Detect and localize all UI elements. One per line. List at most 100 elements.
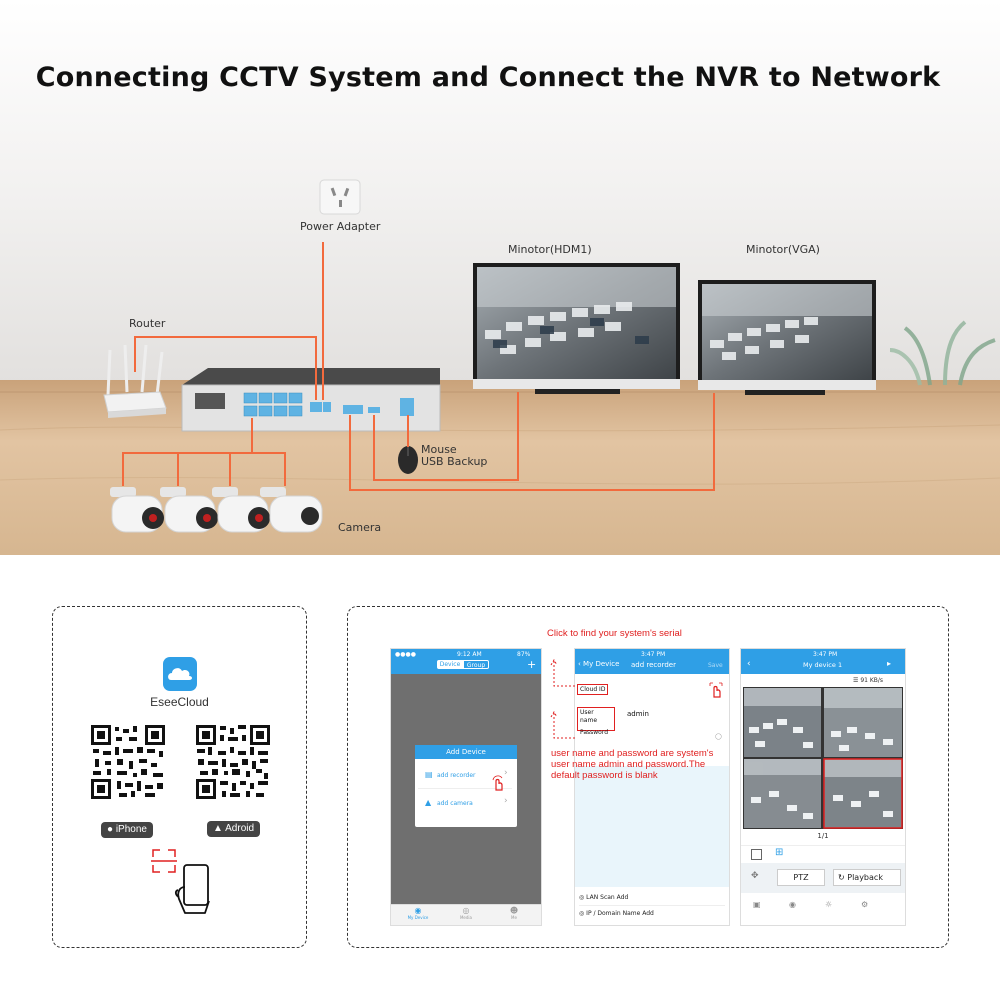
replay-icon: ↻ <box>838 873 845 882</box>
phone1-time: 9:12 AM <box>457 651 482 658</box>
scene-illustration <box>0 0 1000 555</box>
add-camera-option[interactable]: ▲ add camera › <box>418 792 512 816</box>
app-setup-steps-panel: Click to find your system's serial ●●●● … <box>347 606 949 948</box>
app-download-panel: EseeCloud <box>52 606 307 948</box>
layout-toolbar: ⊞ <box>741 845 905 862</box>
phone3-title: My device 1 <box>803 661 843 669</box>
camera-label: Camera <box>338 521 382 534</box>
pointer-arrows <box>550 659 575 739</box>
phone3-header: 3:47 PM ‹ My device 1 ▸ <box>741 649 905 674</box>
cloud-id-field[interactable]: Cloud ID <box>577 684 609 695</box>
phone1-header: ●●●● 9:12 AM 87% Device Group + <box>391 649 541 674</box>
page-indicator: 1/1 <box>817 832 829 840</box>
monitor-hdmi <box>473 263 680 394</box>
serial-hint: Click to find your system's serial <box>547 628 682 639</box>
nav-media[interactable]: ◎ Media <box>453 906 479 920</box>
camera-group <box>110 487 323 533</box>
control-bar: ✥ PTZ ↻ Playback <box>741 863 905 893</box>
user-name-field[interactable]: User name <box>580 709 598 724</box>
phone3-time: 3:47 PM <box>813 651 838 658</box>
nav-me-label: Me <box>511 915 517 920</box>
scan-tap-icon[interactable] <box>709 682 723 698</box>
tap-hand-icon <box>492 775 503 791</box>
light-icon[interactable]: ☼ <box>825 900 833 909</box>
iphone-qr-code[interactable] <box>89 723 167 801</box>
add-recorder-label: add recorder <box>437 772 476 779</box>
add-recorder-option[interactable]: ▤ add recorder › <box>418 764 512 789</box>
wifi-icon: ☰ <box>853 677 859 684</box>
cctv-connection-diagram: Power Adapter Router Minotor(HDM1) Minot… <box>0 0 1000 555</box>
page-title: Connecting CCTV System and Connect the N… <box>35 62 941 93</box>
credentials-hint: user name and password are system's user… <box>551 748 714 781</box>
playback-button[interactable]: ↻ Playback <box>833 869 901 886</box>
app-name: EseeCloud <box>150 695 209 709</box>
action-bar: ▣ ◉ ☼ ⚙ <box>741 897 905 917</box>
lan-scan-label: LAN Scan Add <box>586 894 629 901</box>
password-field[interactable]: Password <box>580 729 609 736</box>
ip-domain-label: IP / Domain Name Add <box>586 910 654 917</box>
back-label: My Device <box>583 660 620 668</box>
playback-label: Playback <box>847 873 883 882</box>
monitor-hdmi-label: Minotor(HDM1) <box>508 243 592 256</box>
wires <box>122 242 715 491</box>
nav-mydevice-label: My Device <box>407 915 429 920</box>
iphone-badge[interactable]: ● iPhone <box>101 822 153 838</box>
phone2-title: add recorder <box>631 661 676 669</box>
phone1-battery: 87% <box>517 651 531 658</box>
user-name-value[interactable]: admin <box>627 710 649 718</box>
credentials-box: User name Password <box>577 707 615 736</box>
save-button[interactable]: Save <box>708 662 723 669</box>
phone2-time: 3:47 PM <box>641 651 666 658</box>
add-icon[interactable]: + <box>527 658 537 671</box>
eye-icon[interactable]: ◯ <box>715 733 722 740</box>
back-arrow-icon[interactable]: ‹ <box>747 659 751 669</box>
monitor-vga-label: Minotor(VGA) <box>746 243 820 256</box>
chevron-left-icon: ‹ <box>578 660 581 668</box>
mouse-label: Mouse USB Backup <box>421 444 487 468</box>
phone1-carrier: ●●●● <box>395 651 416 658</box>
plant <box>889 320 996 386</box>
phone-screen-add-recorder: 3:47 PM ‹ My Device add recorder Save Cl… <box>574 648 730 926</box>
scan-qr-hand-icon <box>151 849 210 914</box>
phone-screen-live-view: 3:47 PM ‹ My device 1 ▸ ☰ 91 KB/s <box>740 648 906 926</box>
router-icon <box>103 344 167 418</box>
person-icon: ☻ <box>509 906 519 915</box>
android-label: Adroid <box>225 823 255 834</box>
single-view-icon[interactable] <box>751 849 762 860</box>
android-qr-code[interactable] <box>194 723 272 801</box>
add-methods-list: ◎ LAN Scan Add ◎ IP / Domain Name Add <box>575 887 729 925</box>
chevron-right-icon: › <box>504 796 508 806</box>
android-icon: ▲ <box>213 823 223 834</box>
tab-device[interactable]: Device <box>437 660 463 669</box>
snapshot-icon[interactable]: ▣ <box>753 900 761 909</box>
lan-scan-option[interactable]: ◎ LAN Scan Add <box>579 891 725 906</box>
power-adapter-label: Power Adapter <box>300 220 381 233</box>
back-button[interactable]: ‹ My Device <box>578 660 619 668</box>
speaker-icon[interactable]: ▸ <box>887 659 892 668</box>
ip-domain-option[interactable]: ◎ IP / Domain Name Add <box>579 907 725 921</box>
nav-media-label: Media <box>459 915 472 920</box>
mouse-label-line2: USB Backup <box>421 455 488 468</box>
lan-icon: ◎ <box>579 894 585 901</box>
ptz-button[interactable]: PTZ <box>777 869 825 886</box>
mouse-label-line1: Mouse <box>421 443 457 456</box>
tab-group[interactable]: Group <box>463 660 489 669</box>
camera-icon: ▲ <box>425 798 432 807</box>
bitrate: ☰ 91 KB/s <box>853 677 883 684</box>
android-badge[interactable]: ▲ Adroid <box>207 821 261 837</box>
phone1-tabbar: ◉ My Device ◎ Media ☻ Me <box>391 904 541 925</box>
settings-icon[interactable]: ⚙ <box>861 900 869 909</box>
iphone-label: iPhone <box>115 824 147 835</box>
router-label: Router <box>129 317 166 330</box>
nav-me[interactable]: ☻ Me <box>501 906 527 920</box>
eseecloud-app-icon <box>163 657 197 691</box>
camera-grid-view[interactable] <box>743 687 903 829</box>
grid-view-icon[interactable]: ⊞ <box>775 847 784 858</box>
add-device-dialog: Add Device ▤ add recorder › ▲ add camera… <box>415 745 517 827</box>
record-icon[interactable]: ◉ <box>789 900 796 909</box>
wall-outlet-icon <box>319 179 361 215</box>
chevron-right-icon: › <box>504 768 508 778</box>
bitrate-value: 91 KB/s <box>860 677 884 684</box>
nav-mydevice[interactable]: ◉ My Device <box>405 906 431 920</box>
dpad-icon[interactable]: ✥ <box>751 871 759 881</box>
